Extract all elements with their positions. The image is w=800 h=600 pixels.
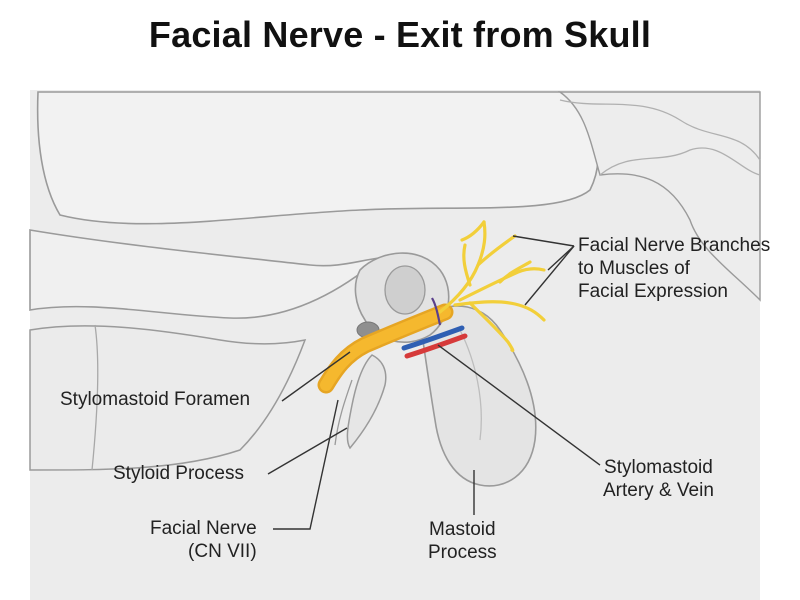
leader-styloid bbox=[267, 427, 348, 475]
leader-facial-nerve bbox=[273, 399, 339, 530]
leader-branches-1 bbox=[512, 235, 575, 247]
leader-branches-2 bbox=[547, 245, 575, 271]
label-line: Facial Nerve bbox=[150, 518, 257, 539]
label-line: to Muscles of bbox=[578, 258, 690, 279]
ramus-line bbox=[91, 324, 99, 471]
temporal-region bbox=[557, 91, 761, 302]
label-line: Styloid Process bbox=[113, 463, 244, 484]
label-stylomastoid-artery-vein: Stylomastoid Artery & Vein bbox=[603, 456, 714, 502]
label-facial-nerve-branches: Facial Nerve Branches to Muscles of Faci… bbox=[578, 234, 770, 303]
leader-artery bbox=[437, 344, 601, 466]
label-line: Artery & Vein bbox=[603, 480, 714, 501]
label-styloid-process: Styloid Process bbox=[113, 462, 244, 485]
label-line: Facial Nerve Branches bbox=[578, 235, 771, 256]
suture-line-2 bbox=[599, 147, 761, 176]
label-line: Facial Expression bbox=[578, 281, 728, 302]
stylomastoid-artery bbox=[404, 333, 468, 359]
styloid-process bbox=[346, 354, 387, 450]
suture-line bbox=[559, 99, 761, 161]
stylomastoid-vein bbox=[401, 325, 465, 351]
vessel-descending bbox=[431, 297, 442, 326]
label-mastoid-process: Mastoid Process bbox=[428, 518, 497, 564]
label-facial-nerve: Facial Nerve (CN VII) bbox=[150, 517, 257, 563]
mastoid-shadow bbox=[459, 329, 482, 441]
styloid-tip bbox=[334, 379, 353, 446]
facial-nerve-branches bbox=[438, 220, 546, 353]
leader-branches-3 bbox=[524, 245, 575, 306]
mandible-contour bbox=[29, 325, 307, 471]
label-stylomastoid-foramen: Stylomastoid Foramen bbox=[60, 388, 250, 411]
label-line: Stylomastoid bbox=[604, 457, 713, 478]
cranial-vault bbox=[36, 91, 599, 225]
label-line: Mastoid bbox=[429, 519, 496, 540]
label-line: (CN VII) bbox=[188, 541, 257, 562]
diagram-title: Facial Nerve - Exit from Skull bbox=[148, 14, 652, 55]
leader-lines bbox=[267, 235, 601, 530]
leader-foramen bbox=[281, 351, 351, 402]
external-acoustic-meatus bbox=[384, 265, 426, 315]
label-line: Process bbox=[428, 542, 497, 563]
mastoid-process bbox=[419, 305, 537, 487]
label-line: Stylomastoid Foramen bbox=[60, 389, 251, 410]
facial-nerve-trunk-fill bbox=[320, 306, 451, 391]
